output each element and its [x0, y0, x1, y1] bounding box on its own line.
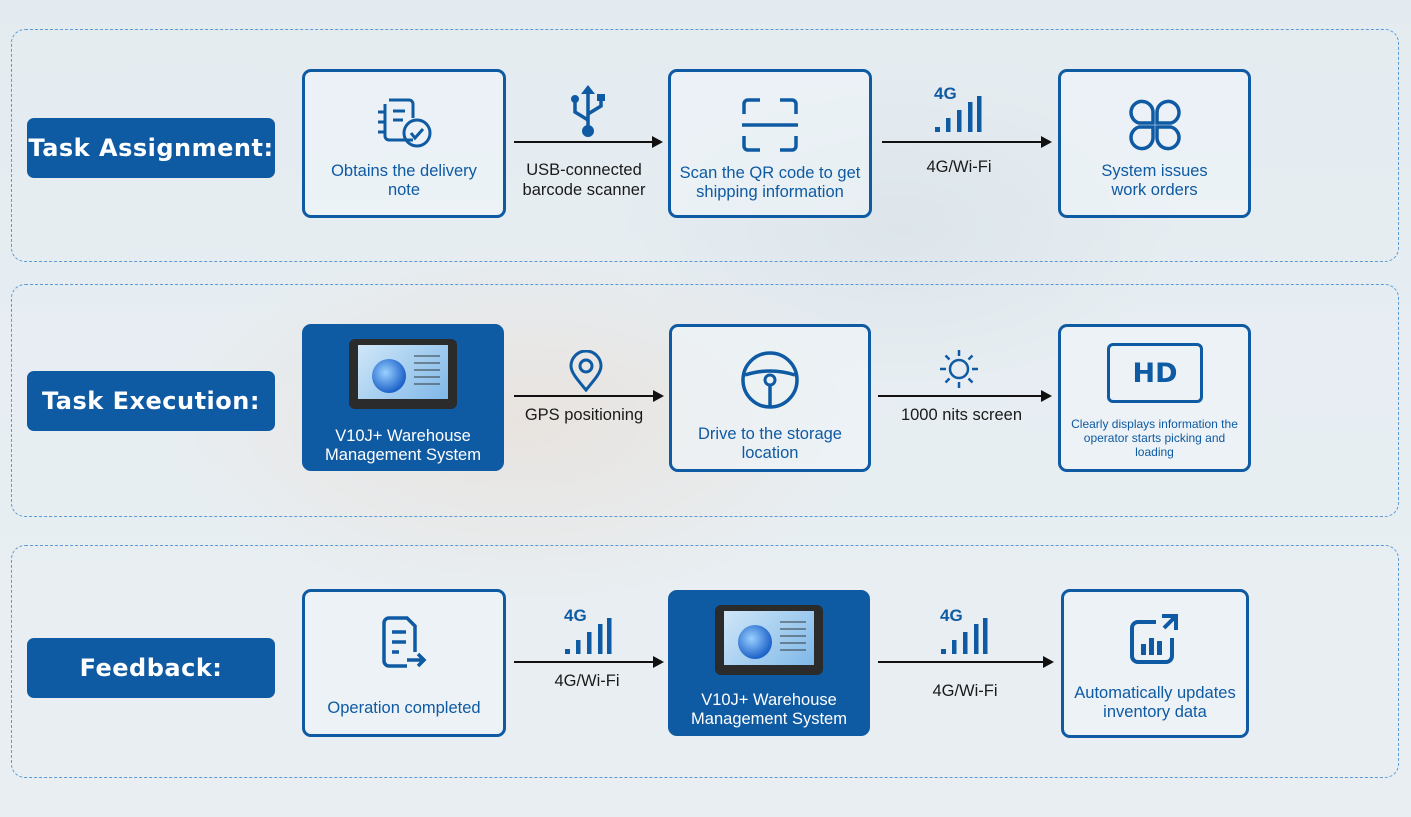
arrow-2-2 [878, 390, 1052, 402]
arrow-2-1 [514, 390, 664, 402]
sun-icon [940, 350, 978, 388]
storage-location-text: Drive to the storage location [698, 425, 842, 462]
location-pin-icon [569, 350, 603, 392]
bar-chart-up-icon [1130, 614, 1178, 664]
usb-scanner-caption: USB-connected barcode scanner [522, 161, 646, 199]
task-assignment-section [11, 29, 1399, 262]
signal-label: 4G [940, 606, 963, 625]
work-orders-text: System issues work orders [1101, 162, 1208, 199]
4g-wifi-caption-3: 4G/Wi-Fi [932, 682, 998, 700]
inventory-update-box: Automatically updates inventory data [1061, 589, 1249, 738]
warehouse-system-box-1: V10J+ Warehouse Management System [302, 324, 504, 471]
signal-label: 4G [564, 606, 587, 625]
4g-signal-icon: 4G [562, 606, 614, 656]
warehouse-system-box-2: V10J+ Warehouse Management System [668, 590, 870, 736]
operation-completed-box: Operation completed [302, 589, 506, 737]
inventory-update-text: Automatically updates inventory data [1074, 684, 1236, 721]
hd-badge-text: HD [1132, 357, 1178, 389]
qr-scan-frame-icon [742, 98, 798, 152]
signal-label: 4G [934, 84, 957, 103]
feedback-section [11, 545, 1399, 778]
task-execution-section [11, 284, 1399, 517]
storage-location-box: Drive to the storage location [669, 324, 871, 472]
four-petal-icon [1128, 99, 1181, 151]
arrow-3-1 [514, 656, 664, 668]
nits-caption: 1000 nits screen [900, 406, 1023, 424]
tablet-image [715, 605, 823, 675]
gps-caption: GPS positioning [524, 406, 644, 424]
task-execution-label: Task Execution: [27, 371, 275, 431]
steering-wheel-icon [741, 351, 799, 409]
qr-scan-box: Scan the QR code to get shipping informa… [668, 69, 872, 218]
4g-signal-icon: 4G [932, 84, 984, 134]
task-assignment-label: Task Assignment: [27, 118, 275, 178]
work-orders-box: System issues work orders [1058, 69, 1251, 218]
tablet-image [349, 339, 457, 409]
delivery-note-text: Obtains the delivery note [331, 162, 477, 199]
feedback-label: Feedback: [27, 638, 275, 698]
document-arrow-icon [382, 616, 427, 668]
4g-wifi-caption-2: 4G/Wi-Fi [554, 672, 620, 690]
4g-wifi-caption-1: 4G/Wi-Fi [926, 158, 992, 176]
qr-scan-text: Scan the QR code to get shipping informa… [679, 164, 861, 201]
hd-display-text: Clearly displays information the operato… [1071, 417, 1238, 459]
hd-icon: HD [1107, 343, 1203, 403]
arrow-1-1 [514, 136, 663, 148]
warehouse-system-text-1: V10J+ Warehouse Management System [325, 427, 481, 464]
warehouse-system-text-2: V10J+ Warehouse Management System [691, 691, 847, 728]
document-check-icon [378, 98, 432, 148]
delivery-note-box: Obtains the delivery note [302, 69, 506, 218]
hd-display-box: HD Clearly displays information the oper… [1058, 324, 1251, 472]
4g-signal-icon: 4G [938, 606, 990, 656]
arrow-3-2 [878, 656, 1054, 668]
arrow-1-2 [882, 136, 1052, 148]
usb-icon [571, 85, 605, 137]
operation-completed-text: Operation completed [327, 699, 481, 717]
